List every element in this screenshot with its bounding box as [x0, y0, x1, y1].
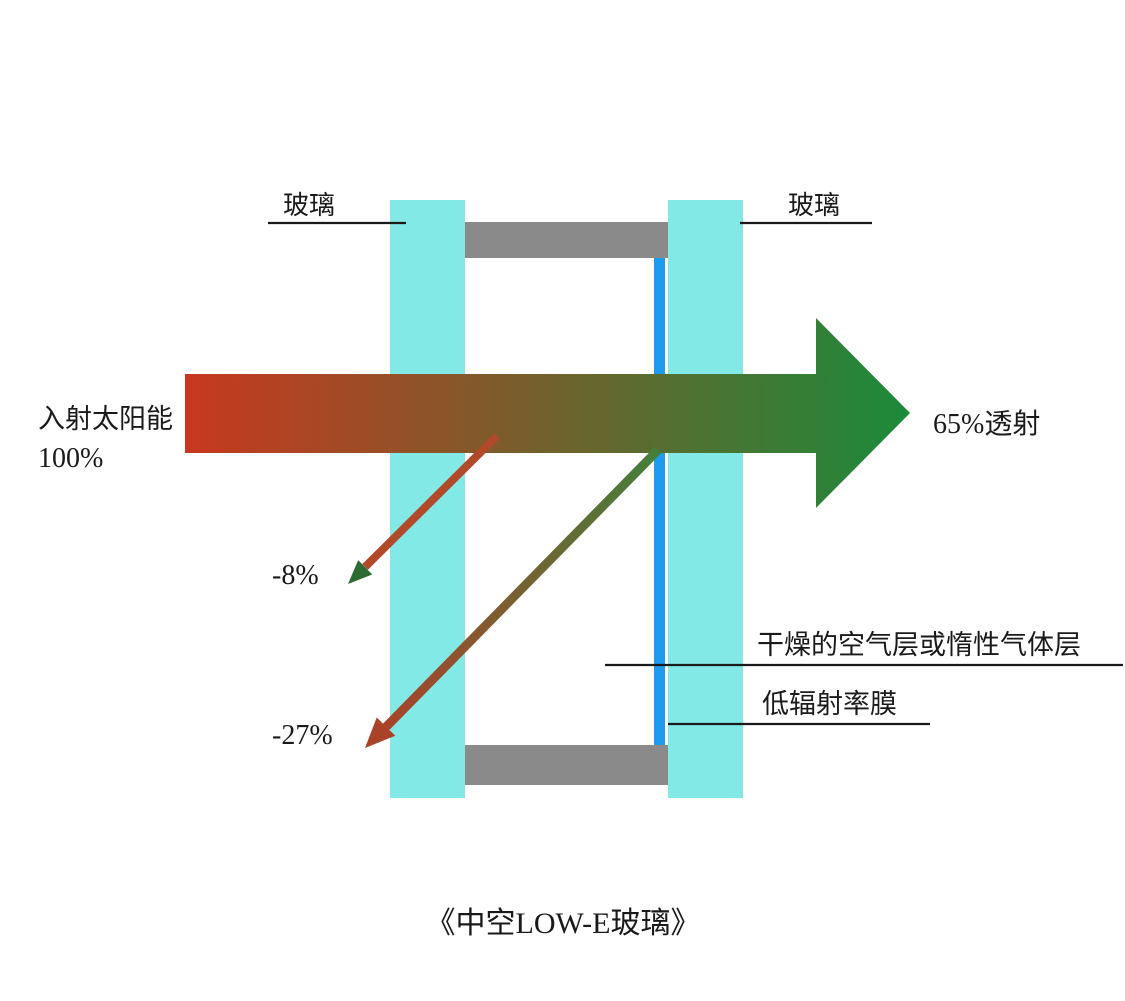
loss-8-label: -8%	[272, 560, 319, 591]
lowe-film-layer	[654, 258, 665, 745]
loss-8-arrow-shaft	[362, 433, 500, 570]
air-layer-label: 干燥的空气层或惰性气体层	[757, 630, 1081, 660]
glass-left-label: 玻璃	[283, 191, 335, 220]
spacer-bottom	[465, 745, 668, 785]
loss-8-arrow-head	[348, 560, 373, 584]
glass-right-label: 玻璃	[788, 191, 840, 220]
incident-arrow	[185, 318, 910, 508]
loss-27-arrow-shaft	[382, 446, 662, 731]
incident-value-label: 100%	[38, 443, 103, 474]
transmitted-label: 65%透射	[933, 408, 1040, 440]
glass-pane-right	[668, 200, 743, 798]
loss-27-arrow-head	[365, 717, 396, 748]
spacer-top	[465, 222, 668, 258]
loss-27-label: -27%	[272, 720, 333, 751]
glass-pane-left	[390, 200, 465, 798]
lowe-film-label: 低辐射率膜	[762, 689, 897, 719]
incident-label: 入射太阳能	[38, 404, 173, 434]
diagram-title: 《中空LOW-E玻璃》	[426, 907, 701, 940]
